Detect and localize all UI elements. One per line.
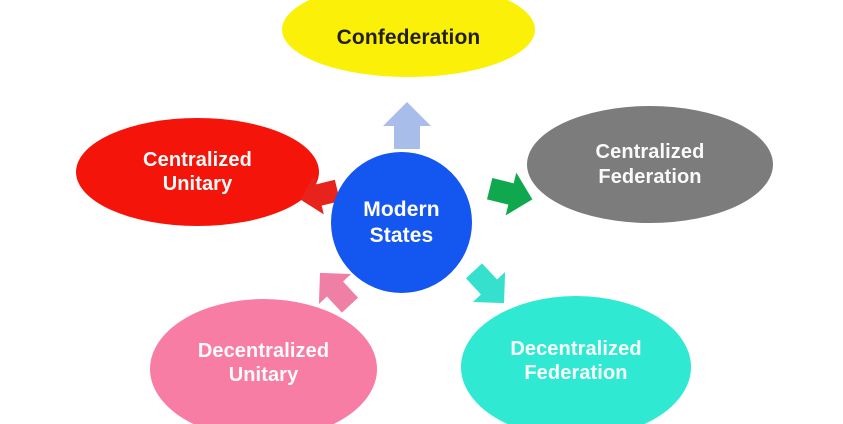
arrow-right-icon (486, 170, 535, 218)
node-decentralized-unitary-label: Decentralized Unitary (197, 339, 330, 386)
node-confederation-label: Confederation (336, 25, 481, 49)
node-confederation[interactable]: Confederation (282, 0, 535, 77)
node-decentralized-federation[interactable]: Decentralized Federation (461, 296, 691, 424)
node-centralized-unitary[interactable]: Centralized Unitary (76, 118, 319, 226)
node-decentralized-unitary[interactable]: Decentralized Unitary (150, 299, 377, 424)
node-centralized-federation[interactable]: Centralized Federation (527, 106, 773, 223)
arrow-up-icon (381, 100, 433, 152)
node-centralized-federation-label: Centralized Federation (595, 141, 705, 188)
node-modern-states-label: Modern States (363, 197, 440, 247)
node-modern-states[interactable]: Modern States (331, 152, 472, 293)
arrow-up-shape (383, 102, 431, 149)
node-decentralized-federation-label: Decentralized Federation (510, 337, 642, 384)
node-centralized-unitary-label: Centralized Unitary (143, 148, 252, 195)
arrow-down-right-icon (465, 263, 513, 311)
